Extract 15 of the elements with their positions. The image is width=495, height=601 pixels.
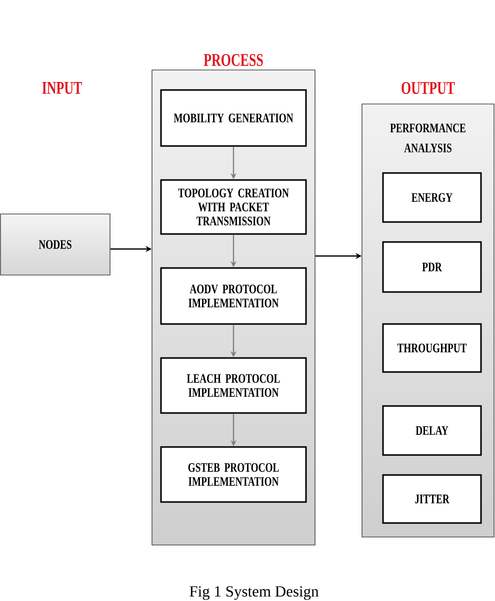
process-box: PDR xyxy=(382,241,482,293)
caption: Fig 1 System Design xyxy=(190,586,319,600)
process-box: TOPOLOGY CREATION WITH PACKET TRANSMISSION xyxy=(160,179,307,235)
input-box: NODES xyxy=(0,214,110,276)
heading: PROCESS xyxy=(204,54,263,66)
process-box: LEACH PROTOCOL IMPLEMENTATION xyxy=(160,357,307,414)
process-box: THROUGHPUT xyxy=(382,323,482,373)
process-box: MOBILITY GENERATION xyxy=(160,89,307,147)
process-box: ENERGY xyxy=(382,172,482,223)
process-box: AODV PROTOCOL IMPLEMENTATION xyxy=(160,267,307,325)
heading: OUTPUT xyxy=(402,82,455,94)
heading: INPUT xyxy=(42,82,82,94)
process-box: JITTER xyxy=(382,474,482,524)
process-box: DELAY xyxy=(382,405,482,456)
process-box: GSTEB PROTOCOL IMPLEMENTATION xyxy=(160,446,307,503)
